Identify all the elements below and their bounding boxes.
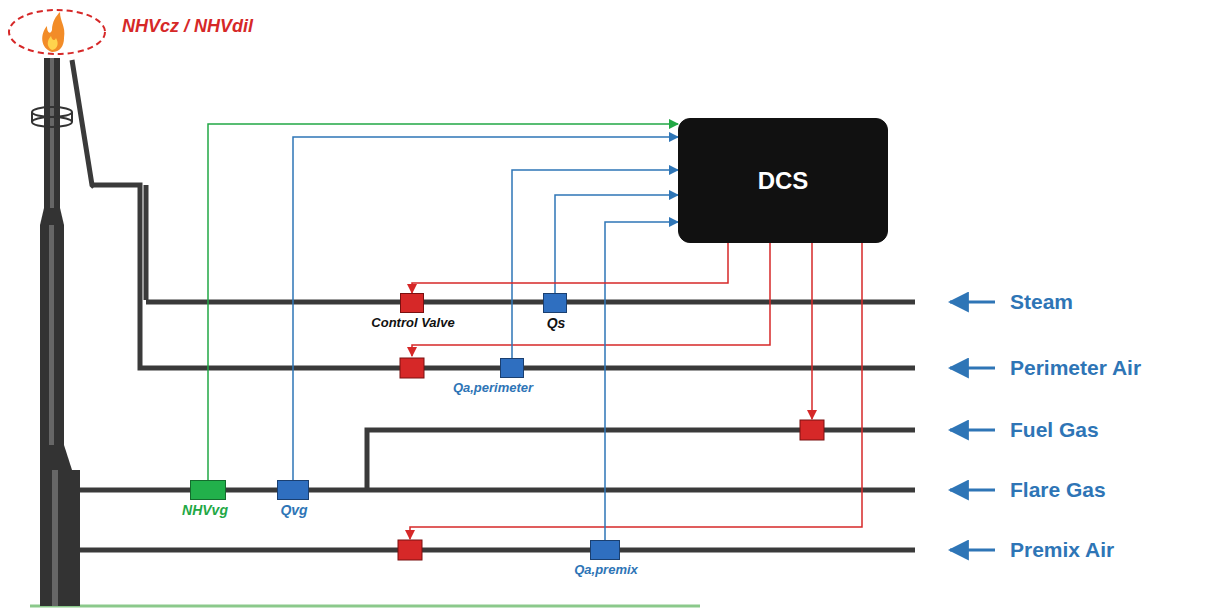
zone-label: NHVcz / NHVdil [122, 16, 253, 37]
signal-line [208, 124, 678, 480]
signal-line [293, 137, 678, 480]
combustion-zone [9, 10, 105, 54]
flow-meter: Qa,premix [590, 540, 620, 560]
stream-label: Premix Air [1010, 538, 1114, 562]
nhv-analyzer: NHVvg [190, 480, 226, 500]
instrument-label: Control Valve [369, 316, 456, 330]
instrument-label: Qa,perimeter [451, 381, 535, 395]
control-valve [398, 358, 824, 560]
stream-label: Steam [1010, 290, 1073, 314]
inlet-arrows [950, 302, 995, 550]
flow-meter: Qs [543, 293, 567, 313]
control-signals [410, 243, 862, 539]
signal-line [412, 243, 728, 293]
instrument-label: Qvg [278, 503, 309, 518]
instrument-label: Qa,premix [572, 563, 640, 577]
flame-icon [9, 10, 105, 54]
dcs-box: DCS [678, 118, 888, 243]
stream-label: Flare Gas [1010, 478, 1106, 502]
flow-meter: Qa,perimeter [500, 358, 524, 378]
control-valve: Control Valve [400, 293, 424, 313]
signal-line [555, 195, 678, 293]
stream-label: Fuel Gas [1010, 418, 1099, 442]
signal-line [605, 222, 678, 540]
instrument-label: Qs [545, 316, 568, 331]
instrument-label: NHVvg [180, 503, 230, 518]
pipes [72, 60, 915, 550]
ground-line [30, 605, 700, 608]
box-title: DCS [758, 167, 809, 195]
flow-meter: Qvg [277, 480, 309, 500]
stream-label: Perimeter Air [1010, 356, 1141, 380]
flare-stack [32, 58, 80, 606]
signal-line [512, 170, 678, 358]
